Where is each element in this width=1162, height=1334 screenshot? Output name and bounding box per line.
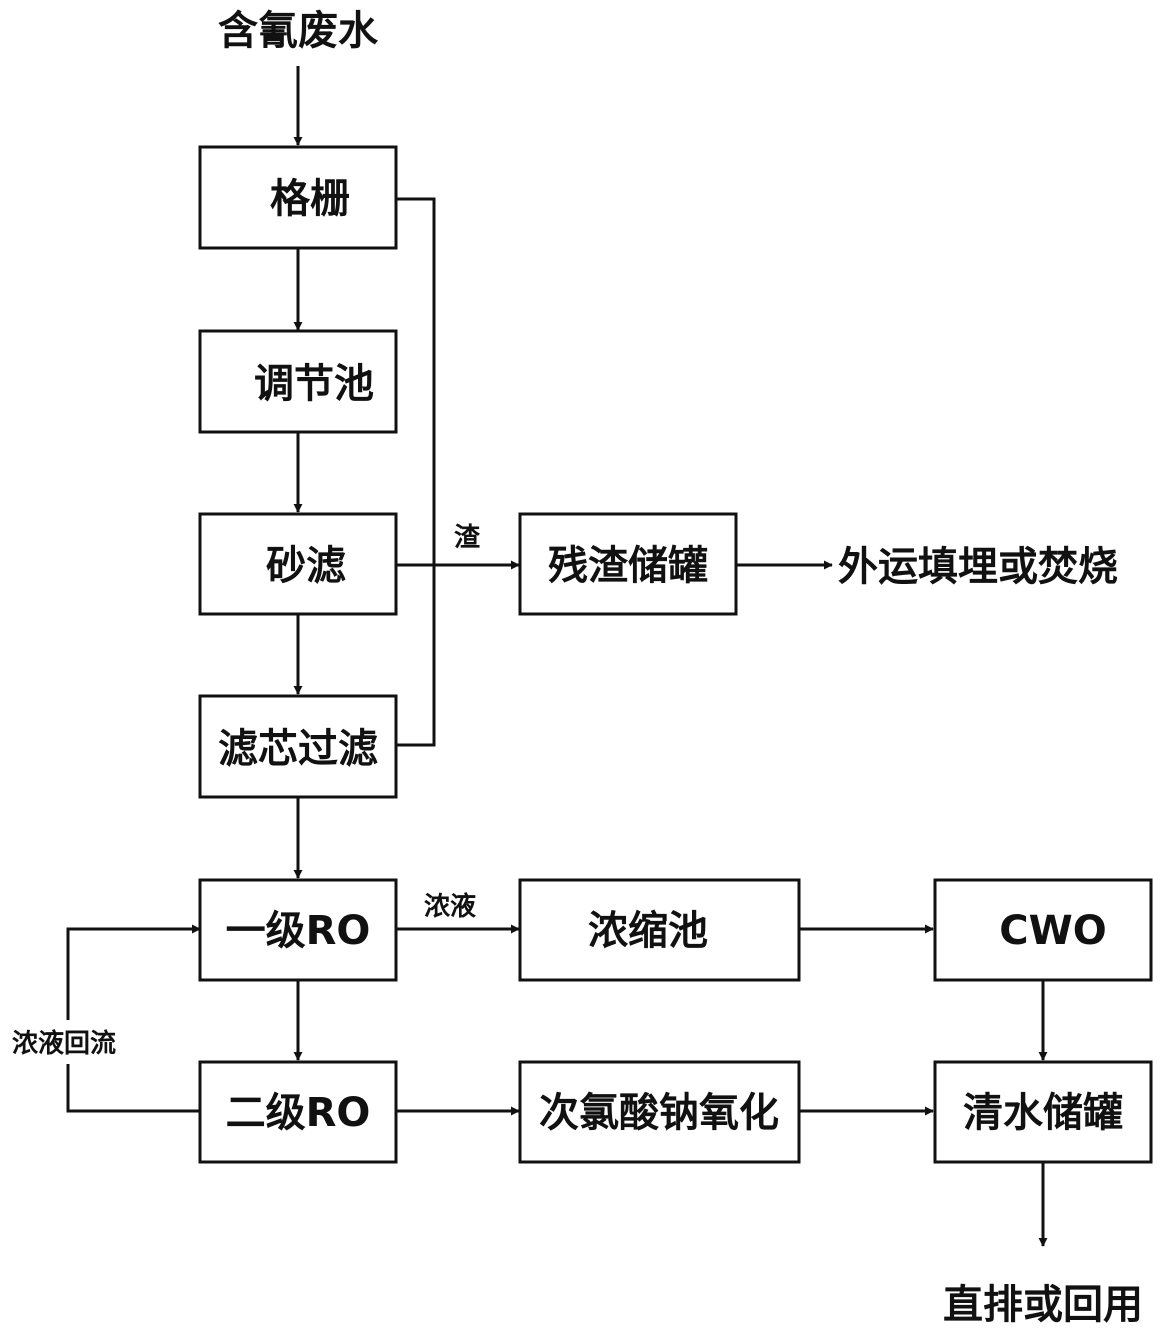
edge-label-residue: 渣	[454, 523, 481, 553]
box-ro1: 一级RO	[198, 878, 398, 982]
box-ro2: 二级RO	[198, 1060, 398, 1164]
box-hypochlorite-oxidation: 次氯酸钠氧化	[518, 1060, 801, 1164]
box-equalization: 调节池	[198, 329, 398, 434]
output-final: 直排或回用	[943, 1282, 1143, 1328]
box-cwo: CWO	[933, 878, 1153, 982]
box-cartridge-filter-label: 滤芯过滤	[218, 726, 378, 772]
box-cwo-label: CWO	[999, 908, 1106, 954]
output-offsite: 外运填埋或焚烧	[838, 544, 1118, 590]
box-ro2-label: 二级RO	[226, 1090, 371, 1136]
box-grille: 格栅	[198, 145, 398, 250]
box-clear-water-tank: 清水储罐	[933, 1060, 1153, 1164]
box-residue-tank-label: 残渣储罐	[548, 543, 708, 589]
box-grille-label: 格栅	[270, 176, 350, 222]
box-cartridge-filter: 滤芯过滤	[198, 694, 398, 799]
residue-collector-line	[396, 197, 436, 747]
box-sand-filter-label: 砂滤	[266, 543, 346, 589]
box-concentrate-pool-label: 浓缩池	[588, 908, 708, 954]
edge-label-reflux: 浓液回流	[12, 1029, 116, 1059]
box-equalization-label: 调节池	[254, 361, 374, 407]
box-residue-tank: 残渣储罐	[518, 512, 738, 616]
box-sand-filter: 砂滤	[198, 512, 398, 616]
edge-label-concentrate: 浓液	[424, 892, 476, 922]
reflux-label-background	[0, 1020, 134, 1064]
box-clear-tank-label: 清水储罐	[963, 1090, 1123, 1136]
box-concentrate-pool: 浓缩池	[518, 878, 801, 982]
box-ro1-label: 一级RO	[226, 908, 371, 954]
input-label: 含氰废水	[218, 8, 379, 54]
box-hypochlorite-label: 次氯酸钠氧化	[539, 1090, 779, 1136]
